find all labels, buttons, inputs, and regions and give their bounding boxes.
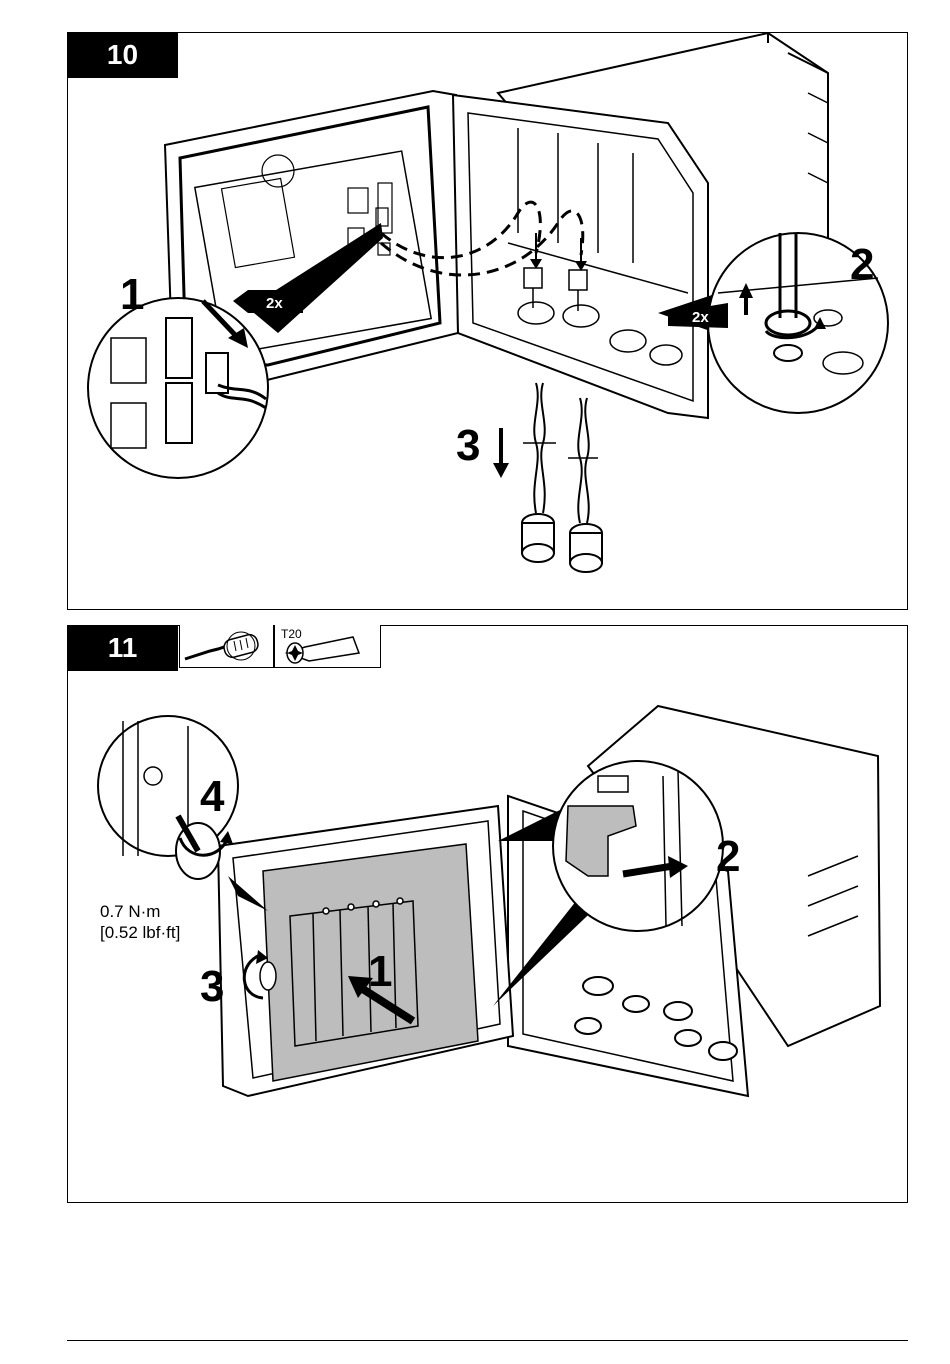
torque-imperial: [0.52 lbf·ft] <box>100 922 180 943</box>
removed-glands <box>522 514 602 572</box>
callout-2: 2 <box>716 832 740 881</box>
callout-2: 2 <box>850 240 874 289</box>
callout-4: 4 <box>200 772 225 821</box>
torque-spec: 0.7 N·m [0.52 lbf·ft] <box>100 901 180 943</box>
step-11-panel: 11 T20 <box>67 625 908 1203</box>
callout-3: 3 <box>456 421 480 470</box>
multiplier-label-left: 2x <box>266 295 283 312</box>
step-10-illustration: 2x 2x 1 2 3 <box>68 33 909 611</box>
callout-1: 1 <box>368 947 392 996</box>
sensor-cables <box>534 383 588 523</box>
footer-divider <box>67 1340 908 1341</box>
torque-metric: 0.7 N·m <box>100 901 180 922</box>
step-11-illustration: 1 2 3 4 <box>68 626 909 1204</box>
step-10-panel: 10 <box>67 32 908 610</box>
callout-3: 3 <box>200 962 224 1011</box>
multiplier-label-right: 2x <box>692 309 709 326</box>
callout-1: 1 <box>120 270 144 319</box>
